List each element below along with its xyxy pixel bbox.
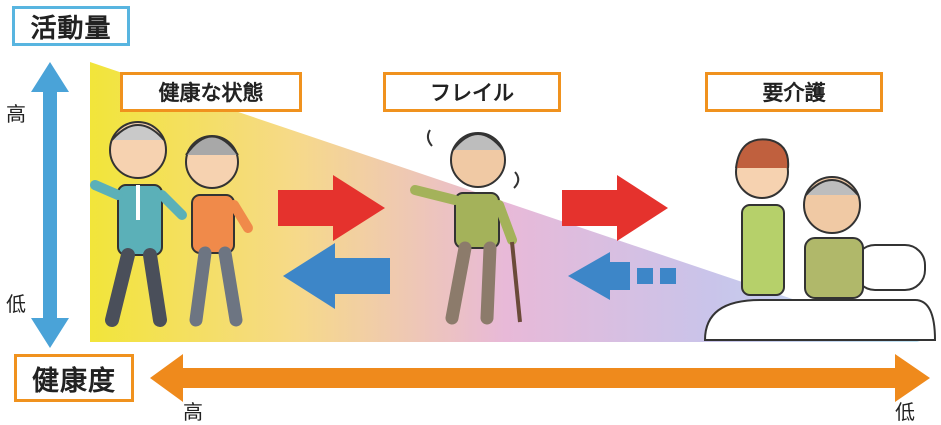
y-axis-low-label: 低 <box>6 292 26 316</box>
y-axis-title: 活動量 <box>12 6 130 46</box>
stage-healthy-label: 健康な状態 <box>120 72 302 112</box>
x-axis-low-label: 低 <box>895 400 915 424</box>
backward-arrow-1 <box>283 243 390 309</box>
backward-arrow-dashed <box>568 252 676 300</box>
forward-arrow-2 <box>562 175 668 241</box>
frail-person-illustration <box>410 129 522 325</box>
y-axis-arrow <box>31 62 69 348</box>
x-axis-title: 健康度 <box>14 354 134 402</box>
x-axis-high-label: 高 <box>183 400 203 424</box>
y-axis-high-label: 高 <box>6 102 26 126</box>
care-illustration <box>703 138 937 341</box>
forward-arrow-1 <box>278 175 385 241</box>
x-axis-arrow <box>150 354 930 402</box>
stage-care-required-label: 要介護 <box>705 72 883 112</box>
stage-frailty-label: フレイル <box>383 72 561 112</box>
healthy-couple-illustration <box>90 121 253 327</box>
